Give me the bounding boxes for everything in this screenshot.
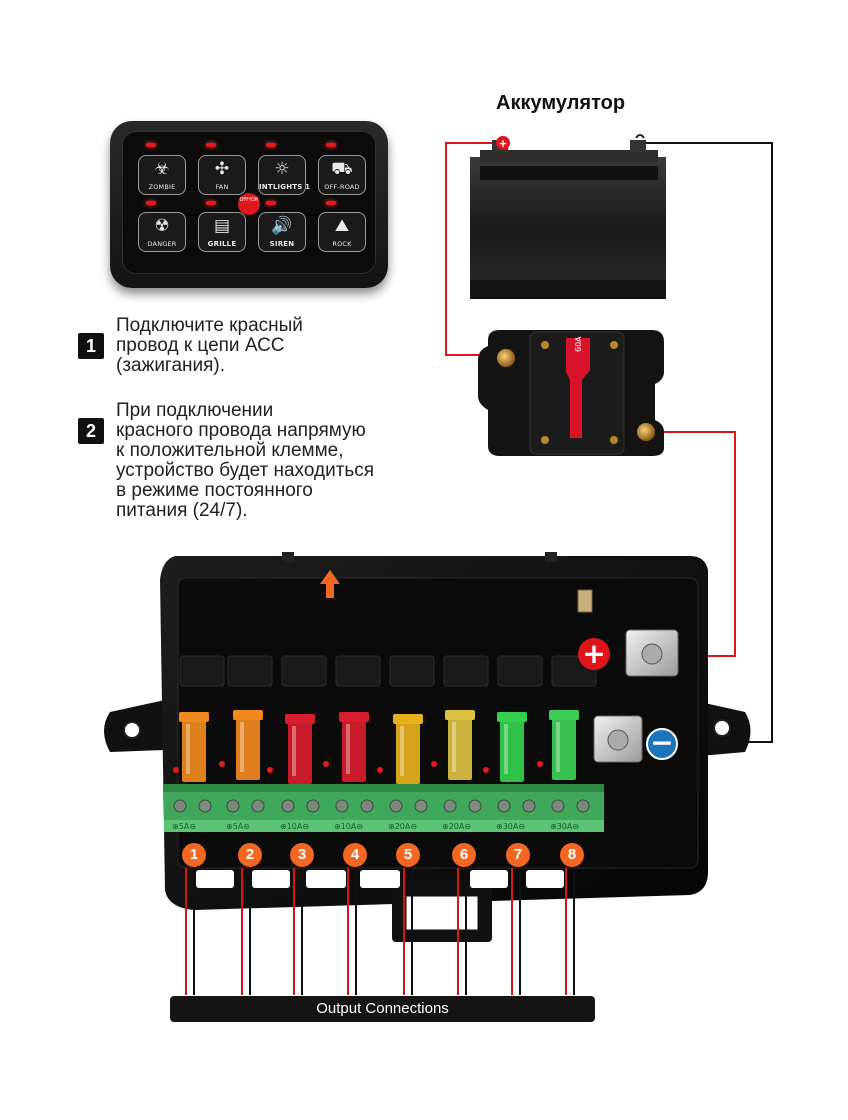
circuit-breaker bbox=[478, 330, 664, 456]
output-channel-number: 5 bbox=[396, 843, 420, 867]
panel-button-fan[interactable]: ✣ FAN bbox=[198, 155, 246, 195]
offroad-truck-icon: ⛟ bbox=[331, 159, 353, 179]
instruction-line: в режиме постоянного bbox=[116, 480, 313, 501]
instruction-line: провод к цепи АСС bbox=[116, 335, 285, 356]
light-icon: ☼ bbox=[274, 159, 290, 179]
instruction-step-2: При подключении красного провода напряму… bbox=[116, 401, 374, 521]
panel-button-siren[interactable]: 🔊 SIREN bbox=[258, 212, 306, 252]
panel-button-label: SIREN bbox=[269, 240, 295, 248]
step-number: 2 bbox=[78, 418, 104, 444]
fuse bbox=[497, 712, 527, 782]
panel-button-zombie[interactable]: ☣ ZOMBIE bbox=[138, 155, 186, 195]
panel-button-label: FAN bbox=[215, 183, 229, 191]
minus-sign-icon: − bbox=[646, 728, 678, 760]
led-indicator bbox=[326, 143, 336, 147]
panel-button-intlights[interactable]: ☼ INTLIGHTS 1 bbox=[258, 155, 311, 195]
battery-positive-wire bbox=[445, 142, 500, 356]
fuse-rating-label: ⊕10A⊖ bbox=[334, 822, 364, 831]
fuse-rating-label: ⊕30A⊖ bbox=[496, 822, 526, 831]
output-channel-number: 8 bbox=[560, 843, 584, 867]
plus-sign-icon: + bbox=[578, 638, 610, 670]
radiation-icon: ☢ bbox=[154, 216, 170, 236]
led-indicator bbox=[206, 143, 216, 147]
switch-panel: ☣ ZOMBIE ✣ FAN ☼ INTLIGHTS 1 ⛟ OFF-ROAD … bbox=[110, 121, 388, 288]
fuse bbox=[549, 710, 579, 780]
power-button[interactable]: OFF/ON bbox=[238, 193, 260, 215]
panel-button-offroad[interactable]: ⛟ OFF-ROAD bbox=[318, 155, 366, 195]
instruction-line: При подключении bbox=[116, 400, 274, 421]
led-indicator bbox=[206, 201, 216, 205]
panel-button-grille[interactable]: ▤ GRILLE bbox=[198, 212, 246, 252]
led-indicator bbox=[146, 201, 156, 205]
fuse bbox=[179, 712, 209, 782]
step-number: 1 bbox=[78, 333, 104, 359]
instruction-step-1: Подключите красный провод к цепи АСС (за… bbox=[116, 316, 303, 376]
fuse-box bbox=[104, 552, 751, 942]
instruction-line: Подключите красный bbox=[116, 315, 303, 336]
output-channel-number: 1 bbox=[182, 843, 206, 867]
fuse-rating-label: ⊕5A⊖ bbox=[172, 822, 196, 831]
battery-title: Аккумулятор bbox=[496, 92, 626, 114]
panel-button-label: ROCK bbox=[332, 240, 352, 248]
output-channel-number: 3 bbox=[290, 843, 314, 867]
svg-text:+: + bbox=[498, 137, 507, 150]
fuse-rating-label: ⊕30A⊖ bbox=[550, 822, 580, 831]
breaker-rating: 60A bbox=[574, 336, 583, 352]
fuse bbox=[339, 712, 369, 782]
panel-button-label: GRILLE bbox=[207, 240, 237, 248]
instruction-line: красного провода напрямую bbox=[116, 420, 366, 441]
fuses bbox=[179, 710, 579, 784]
output-channel-number: 6 bbox=[452, 843, 476, 867]
fuse-rating-label: ⊕20A⊖ bbox=[442, 822, 472, 831]
biohazard-icon: ☣ bbox=[154, 159, 170, 179]
led-indicator bbox=[326, 201, 336, 205]
panel-button-label: DANGER bbox=[147, 240, 177, 248]
fuse bbox=[445, 710, 475, 780]
fuse-rating-label: ⊕20A⊖ bbox=[388, 822, 418, 831]
panel-button-label: INTLIGHTS 1 bbox=[259, 183, 311, 191]
output-connections-bar: Output Connections bbox=[170, 996, 595, 1022]
battery: + bbox=[470, 134, 666, 299]
fuse bbox=[285, 714, 315, 784]
speaker-icon: 🔊 bbox=[271, 216, 293, 236]
fuse bbox=[393, 714, 423, 784]
fan-icon: ✣ bbox=[214, 159, 230, 179]
fuse-rating-label: ⊕10A⊖ bbox=[280, 822, 310, 831]
instruction-line: (зажигания). bbox=[116, 355, 226, 376]
panel-button-rock[interactable]: ⛰ ROCK bbox=[318, 212, 366, 252]
panel-button-label: OFF-ROAD bbox=[324, 183, 360, 191]
fuse bbox=[233, 710, 263, 780]
output-channel-number: 2 bbox=[238, 843, 262, 867]
rock-icon: ⛰ bbox=[334, 216, 350, 236]
grille-light-icon: ▤ bbox=[213, 216, 231, 236]
fuse-rating-label: ⊕5A⊖ bbox=[226, 822, 250, 831]
led-indicator bbox=[266, 143, 276, 147]
panel-button-danger[interactable]: ☢ DANGER bbox=[138, 212, 186, 252]
led-indicator bbox=[266, 201, 276, 205]
output-channel-number: 4 bbox=[343, 843, 367, 867]
output-channel-number: 7 bbox=[506, 843, 530, 867]
instruction-line: питания (24/7). bbox=[116, 500, 248, 521]
led-indicator bbox=[146, 143, 156, 147]
instruction-line: устройство будет находиться bbox=[116, 460, 375, 481]
output-wires bbox=[185, 868, 575, 995]
instruction-line: к положительной клемме, bbox=[116, 440, 344, 461]
panel-button-label: ZOMBIE bbox=[148, 183, 176, 191]
